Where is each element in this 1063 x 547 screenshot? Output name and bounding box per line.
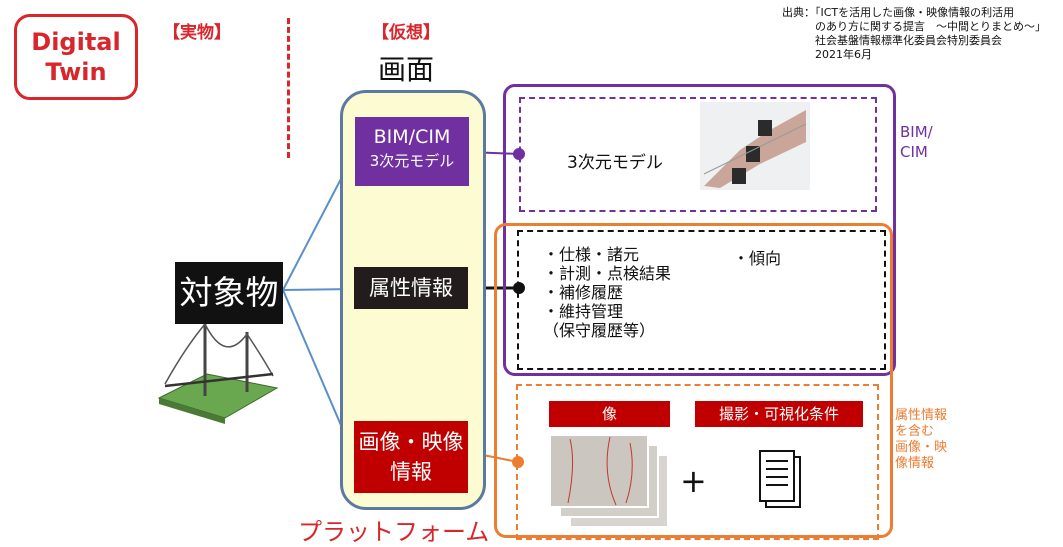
plus-sign: + (680, 462, 707, 500)
bim-cim-block: BIM/CIM 3次元モデル (355, 117, 469, 186)
3d-model-label: 3次元モデル (369, 152, 455, 170)
bridge-illustration (157, 322, 279, 424)
image-header: 像 (549, 401, 670, 427)
virtual-label: 【仮想】 (372, 23, 440, 43)
attribute-list: ・仕様・諸元 ・計測・点検結果 ・補修履歴 ・維持管理 （保守履歴等） (543, 245, 671, 340)
bim-cim-label: BIM/CIM (373, 126, 451, 148)
real-label: 【実物】 (163, 23, 231, 43)
list-item: ・維持管理 (543, 302, 624, 321)
target-object-label: 対象物 (175, 262, 283, 324)
list-item: ・計測・点検結果 (543, 264, 672, 283)
source-citation: 出典：｢ICTを活用した画像・映像情報の利活用 のあり方に関する提言 ～中間とり… (782, 6, 1041, 61)
bim-cim-side-label: BIM/ CIM (900, 123, 933, 161)
3d-model-image (700, 102, 810, 190)
image-side-label: 属性情報 を含む 画像・映 像情報 (895, 408, 948, 471)
3d-model-text: 3次元モデル (567, 153, 663, 173)
list-item: ・仕様・諸元 (543, 245, 640, 264)
screen-label: 画面 (378, 53, 435, 86)
3d-model-box (519, 97, 877, 212)
trend-item: ・傾向 (733, 249, 782, 268)
image-video-block: 画像・映像 情報 (354, 421, 468, 493)
image-info-frame (494, 223, 893, 538)
platform-label: プラットフォーム (298, 518, 490, 546)
list-item: （保守履歴等） (543, 321, 656, 340)
document-icon (759, 450, 801, 508)
image-stack-illustration (550, 434, 669, 528)
digital-twin-text: Digital Twin (31, 28, 121, 86)
attribute-info-block: 属性情報 (354, 267, 468, 309)
image-video-label-line2: 情報 (390, 460, 432, 484)
list-item: ・補修履歴 (543, 283, 624, 302)
attribute-list-box (517, 230, 886, 370)
real-virtual-divider (287, 18, 290, 158)
image-box (516, 384, 879, 540)
image-video-label-line1: 画像・映像 (358, 430, 464, 454)
condition-header: 撮影・可視化条件 (695, 401, 863, 427)
digital-twin-badge: Digital Twin (14, 14, 138, 100)
